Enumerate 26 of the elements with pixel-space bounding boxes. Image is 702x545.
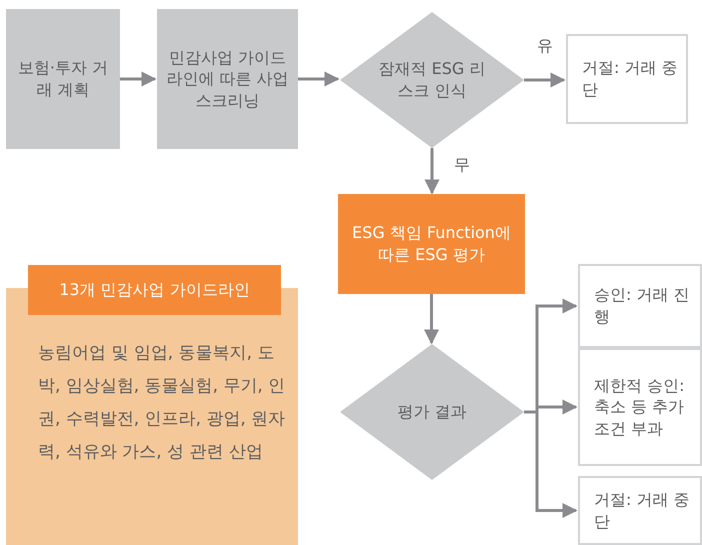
box-label: 민감사업 가이드 라인에 따른 사업 스크리닝 (165, 46, 290, 112)
edge-label: 무 (454, 155, 470, 176)
arrow (298, 72, 340, 86)
process-box (338, 194, 525, 294)
arrow (524, 72, 566, 88)
edge-label: 유 (537, 36, 553, 57)
box-label: 제한적 승인: 축소 등 추가 조건 부과 (594, 374, 686, 440)
box-label: 승인: 거래 진행 (594, 284, 691, 328)
process-box (6, 9, 120, 149)
arrow (524, 410, 578, 518)
panel-heading: 13개 민감사업 가이드라인 (28, 265, 281, 315)
box-label: 거절: 거래 중단 (594, 488, 691, 532)
arrow (424, 294, 439, 344)
arrow (120, 72, 156, 86)
result-box (566, 34, 688, 124)
box-label: 거절: 거래 중단 (582, 57, 679, 101)
diamond-label: 잠재적 ESG 리스크 인식 (378, 58, 486, 102)
guideline-list: 농림어업 및 임업, 동물복지, 도박, 임상실험, 동물실험, 무기, 인권, 수력발전, 인프라, 광업, 원자력, 석유와 가스, 성 관련 산업 (38, 337, 288, 469)
process-box (157, 9, 298, 149)
diamond-label: 평가 결과 (397, 401, 467, 423)
result-box (578, 264, 702, 348)
result-box (578, 476, 702, 545)
box-label: 보험·투자 거래 계획 (16, 57, 110, 101)
box-label: ESG 책임 Function에 따른 ESG 평가 (351, 222, 512, 266)
arrow (424, 148, 440, 194)
result-box (578, 348, 702, 466)
